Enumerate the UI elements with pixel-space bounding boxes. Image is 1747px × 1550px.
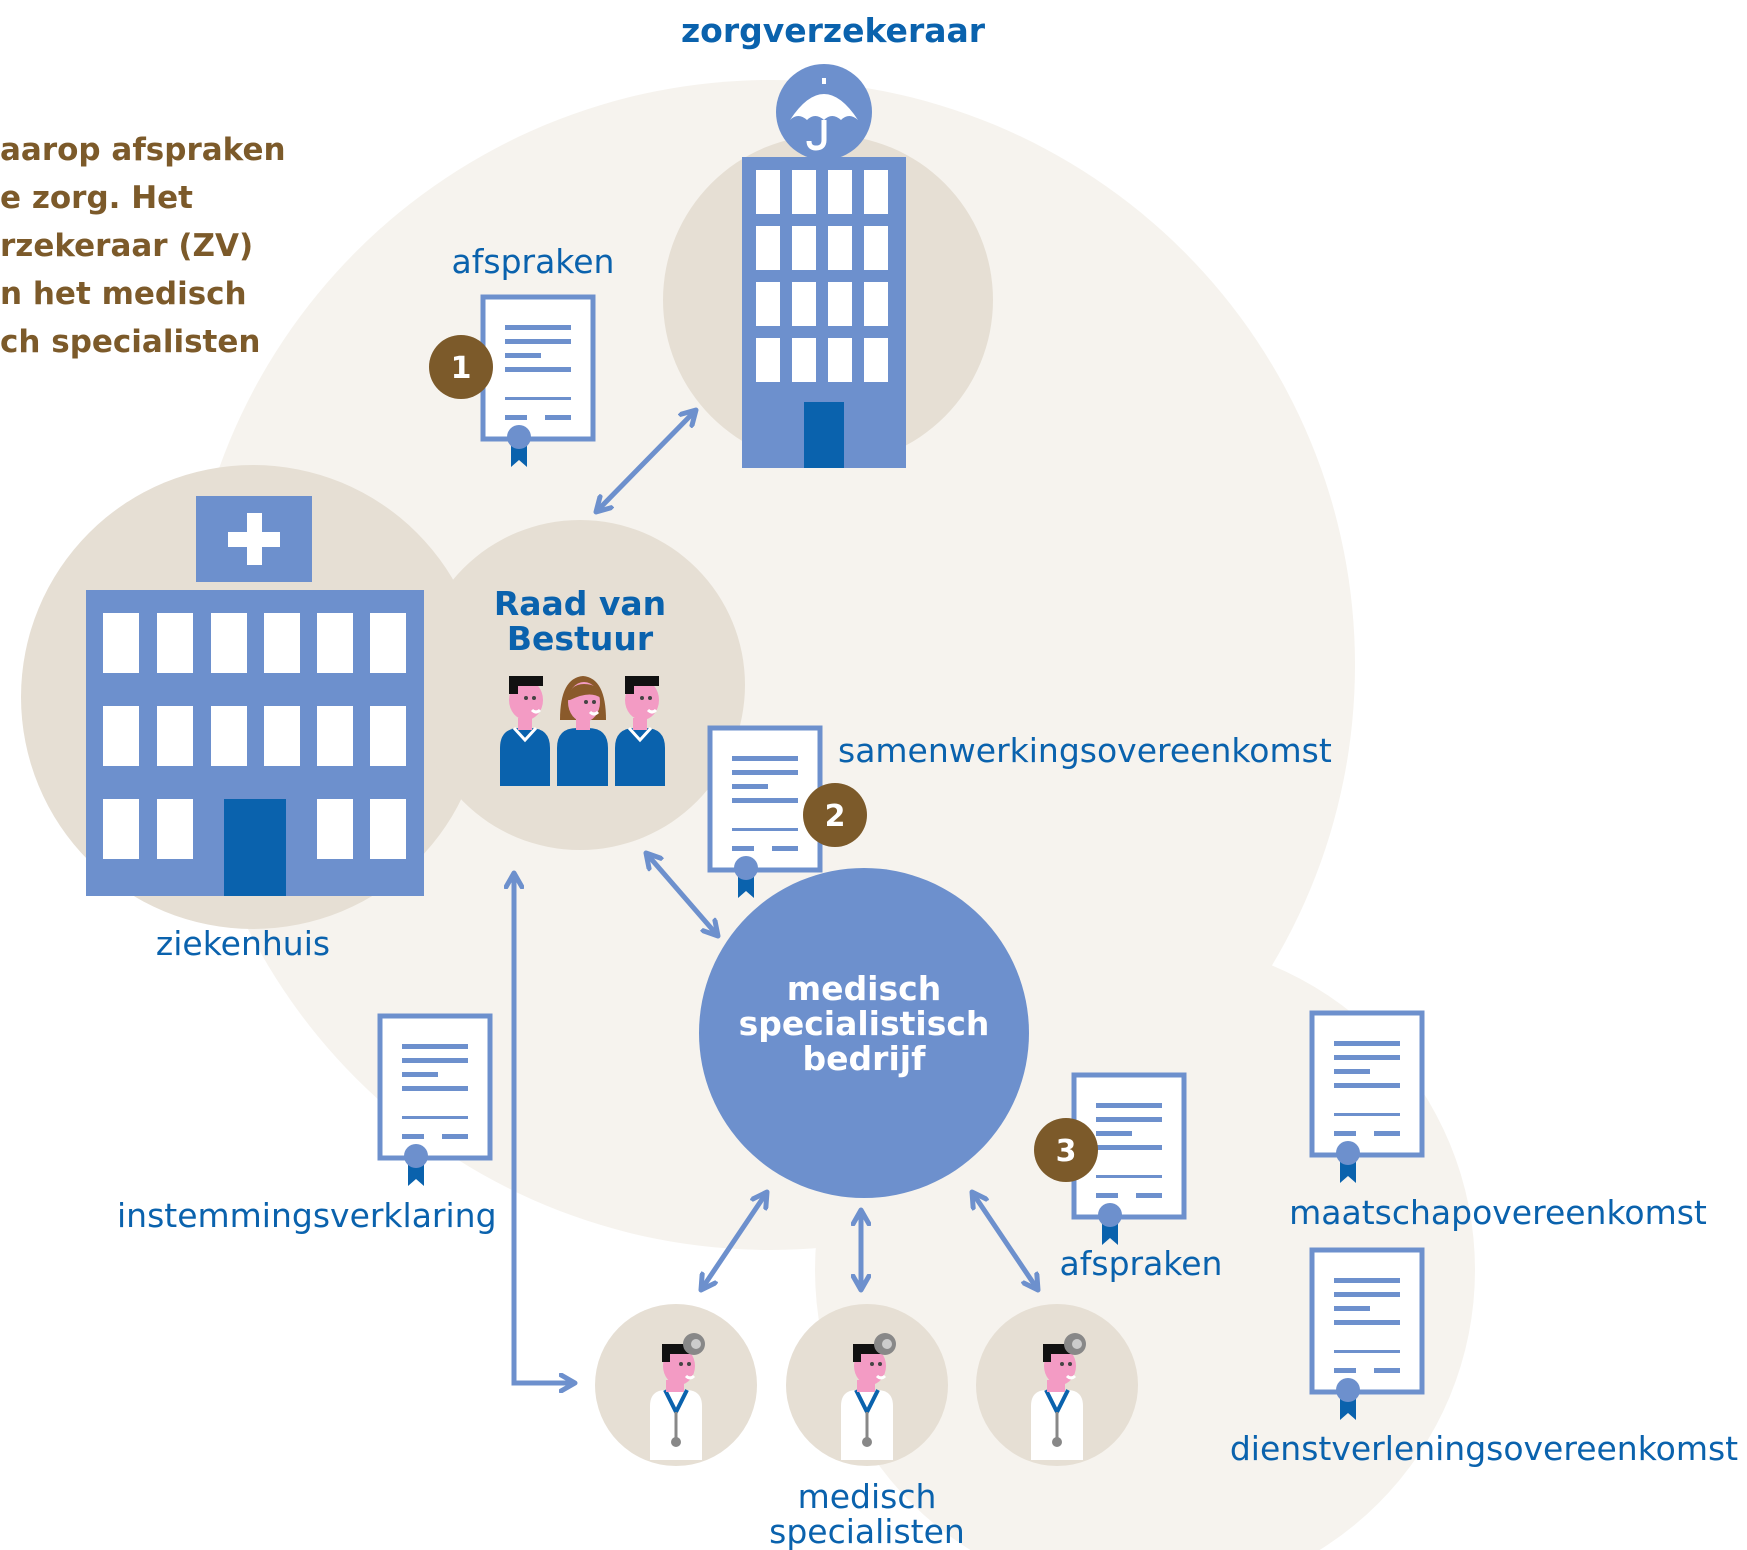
badge-2-number: 2 — [825, 799, 846, 834]
badge-3 — [1034, 1118, 1098, 1182]
document-dienstverlening-label: dienstverleningsovereenkomst — [1230, 1429, 1738, 1468]
document-maatschap-label: maatschapovereenkomst — [1289, 1193, 1707, 1232]
document-afspraken-top-label: afspraken — [452, 242, 615, 281]
board-members-icon — [500, 674, 665, 786]
specialists-label-line1: medisch — [798, 1477, 937, 1516]
badge-1-number: 1 — [451, 351, 472, 386]
badge-1 — [429, 335, 493, 399]
badge-3-number: 3 — [1056, 1134, 1077, 1169]
document-dienstverlening-icon — [1312, 1250, 1422, 1420]
document-samenwerking-label: samenwerkingsovereenkomst — [838, 731, 1332, 770]
msb-label-line3: bedrijf — [803, 1039, 927, 1078]
arrow-msb-specialist-1 — [701, 1192, 767, 1290]
arrow-board-insurer — [596, 410, 696, 512]
relationship-arrows — [514, 410, 1038, 1383]
arrow-board-msb — [646, 853, 718, 936]
arrow-board-specialist — [514, 873, 575, 1383]
intro-line: ch specialisten — [0, 324, 260, 360]
board-label-line1: Raad van — [494, 584, 666, 623]
insurer-label: zorgverzekeraar — [681, 11, 986, 50]
hospital-label: ziekenhuis — [156, 924, 330, 963]
board-label-line2: Bestuur — [507, 619, 654, 658]
msb-label-line2: specialistisch — [739, 1004, 990, 1043]
intro-line: n het medisch — [0, 276, 247, 312]
document-afspraken-top-icon — [483, 297, 593, 467]
insurer-building-icon — [742, 64, 906, 468]
msb-circle — [699, 868, 1029, 1198]
specialists-label-line2: specialisten — [769, 1512, 965, 1550]
document-afspraken-bottom-label: afspraken — [1060, 1244, 1223, 1283]
intro-text: aarop afspraken e zorg. Het rzekeraar (Z… — [0, 132, 286, 360]
arrow-msb-specialist-3 — [972, 1192, 1038, 1290]
intro-line: e zorg. Het — [0, 180, 193, 216]
hospital-building-icon — [86, 496, 424, 896]
badge-2 — [803, 783, 867, 847]
msb-label-line1: medisch — [787, 969, 941, 1008]
document-maatschap-icon — [1312, 1013, 1422, 1183]
intro-line: rzekeraar (ZV) — [0, 228, 253, 264]
document-instemming-label: instemmingsverklaring — [117, 1196, 497, 1235]
document-instemming-icon — [380, 1016, 490, 1186]
intro-line: aarop afspraken — [0, 132, 286, 168]
